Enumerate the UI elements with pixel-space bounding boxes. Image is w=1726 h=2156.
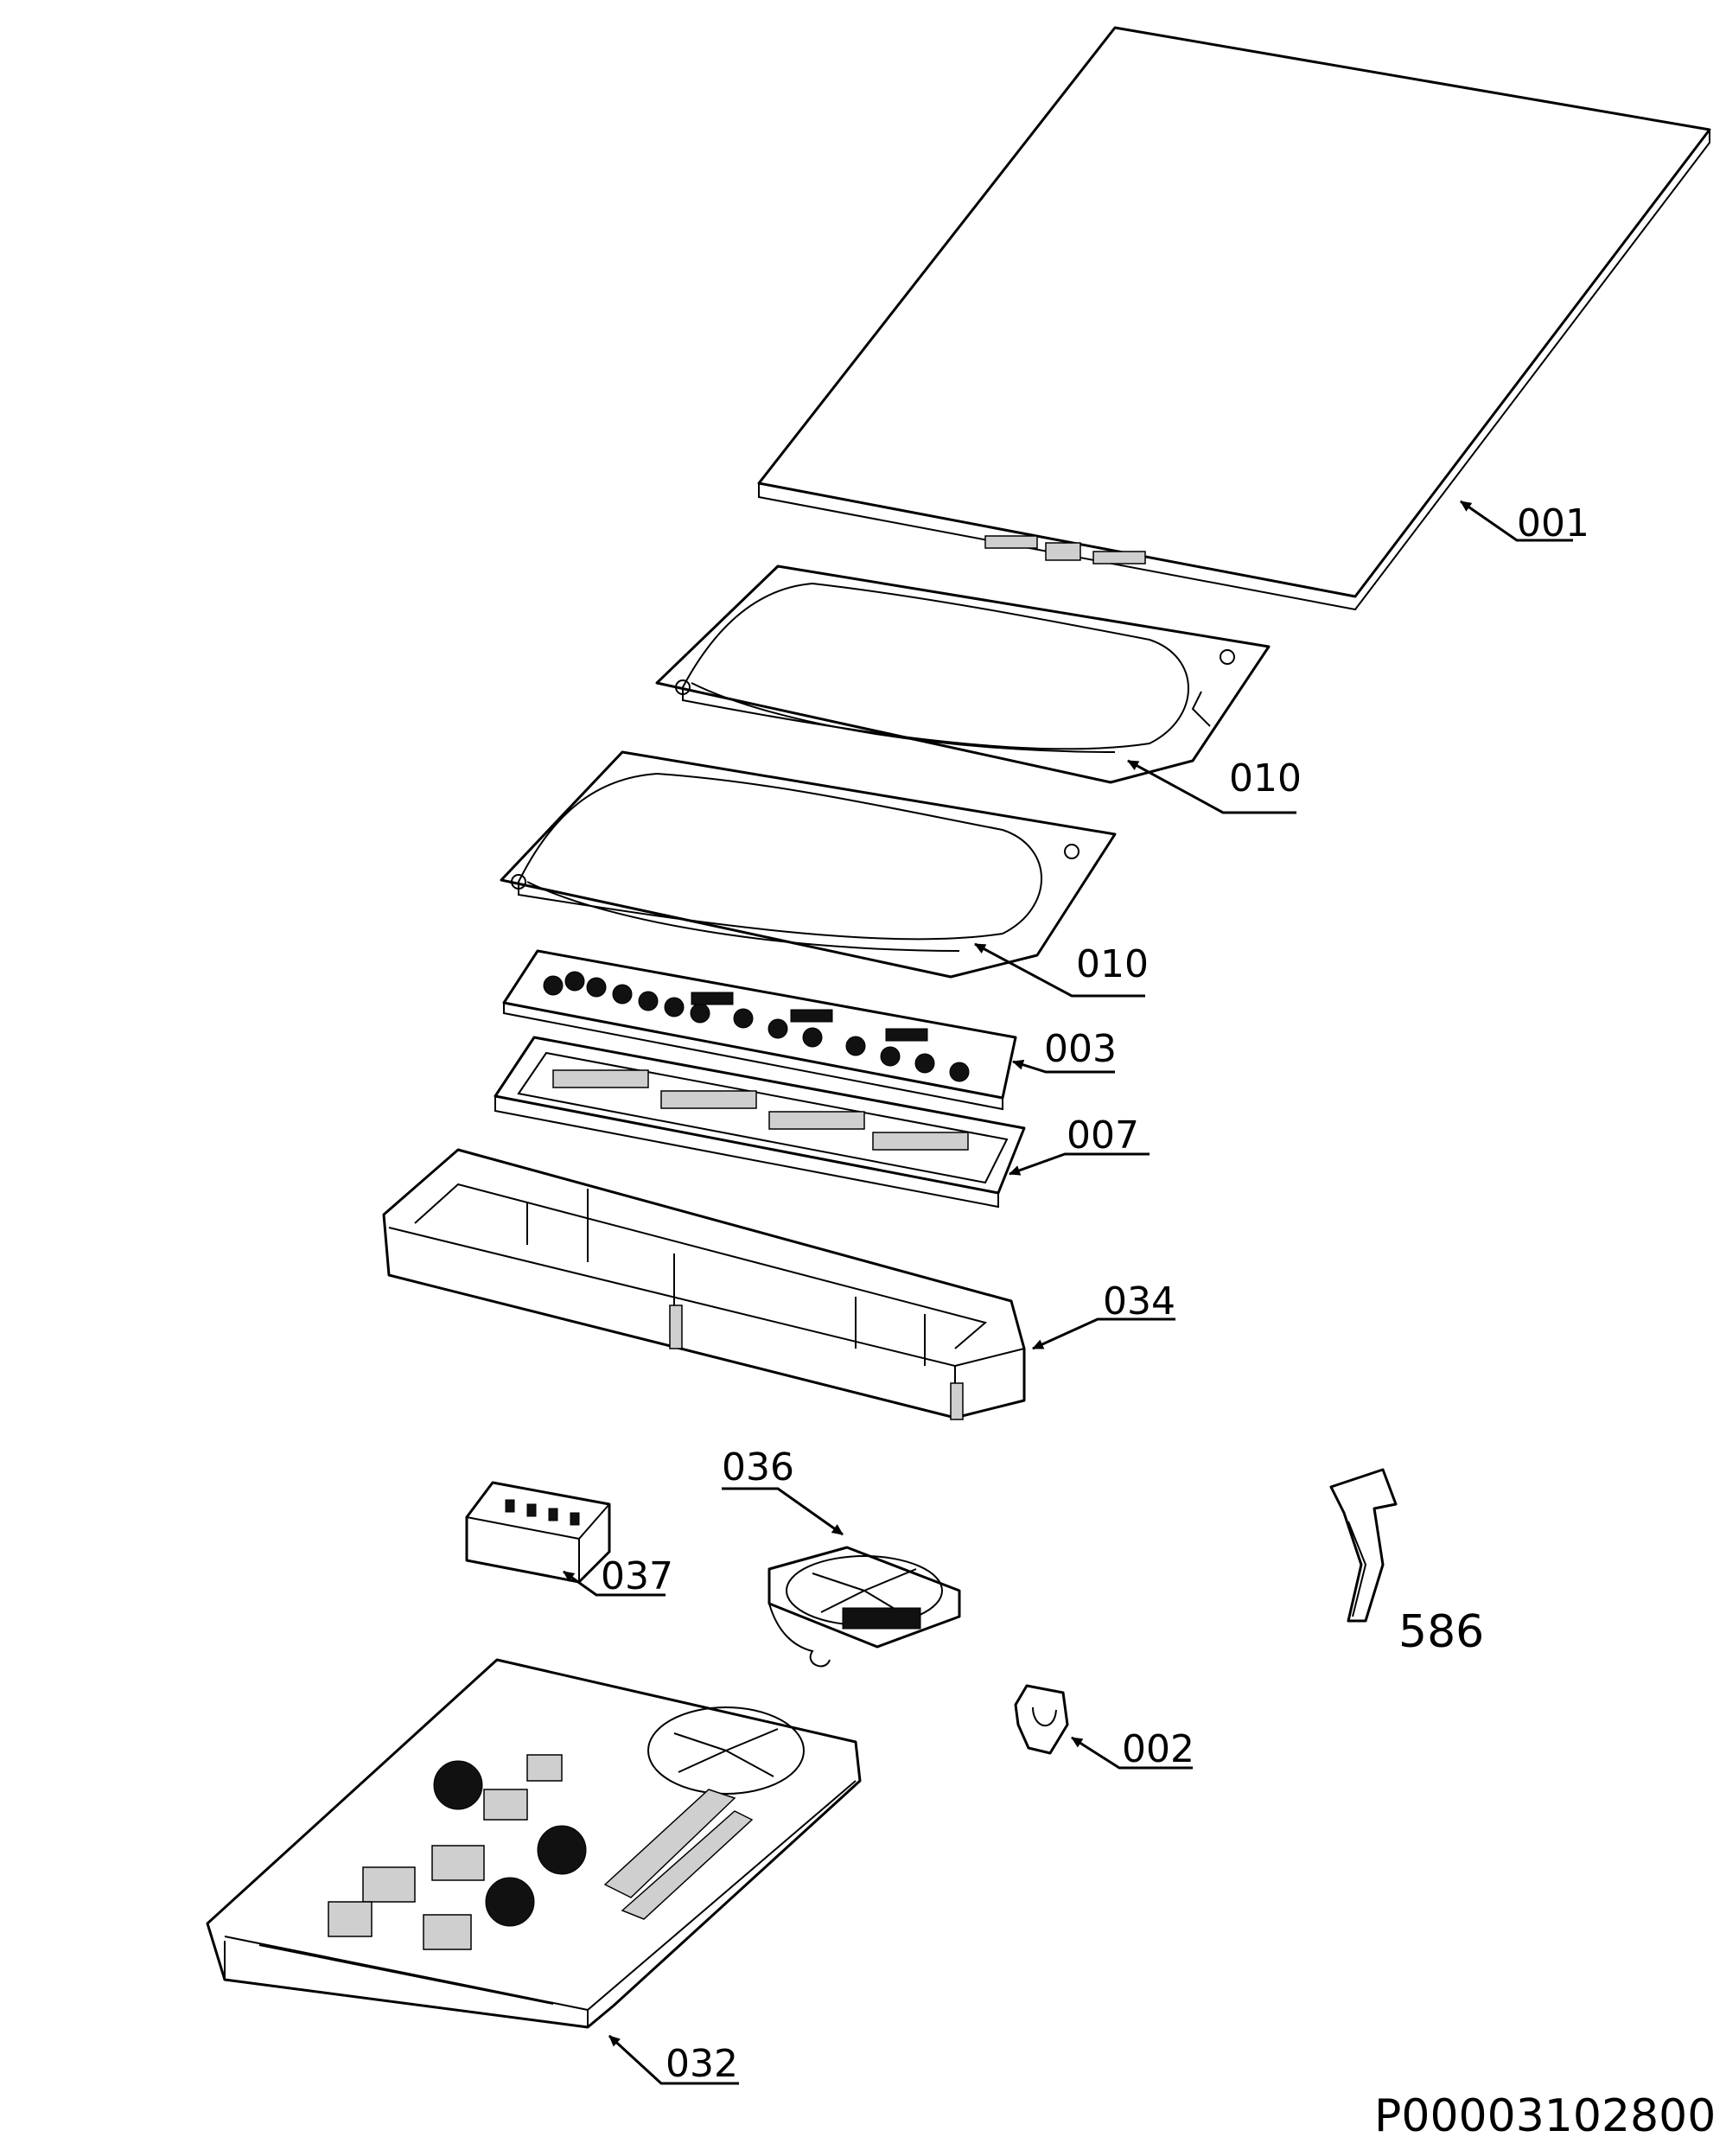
diagram-reference-number: P00003102800 [1374, 2090, 1716, 2142]
part-labels: 001 010 010 003 007 034 036 037 586 002 … [601, 501, 1589, 2086]
label-010-lower: 010 [1076, 942, 1149, 986]
label-002: 002 [1122, 1727, 1194, 1771]
control-frame-part [494, 1036, 1026, 1209]
label-001: 001 [1517, 501, 1589, 545]
label-003: 003 [1044, 1027, 1117, 1071]
label-036: 036 [722, 1445, 794, 1489]
induction-coil-lower-part [500, 750, 1117, 979]
label-037: 037 [601, 1554, 673, 1598]
leader-lines [563, 500, 1573, 2085]
label-032: 032 [666, 2042, 738, 2086]
control-board-part [502, 949, 1017, 1111]
label-010-upper: 010 [1229, 756, 1302, 801]
label-007: 007 [1067, 1113, 1139, 1158]
main-power-board-part [206, 1658, 862, 2029]
label-586: 586 [1398, 1606, 1484, 1658]
control-housing-part [382, 1148, 1026, 1420]
fixing-clip-part [1014, 1684, 1069, 1755]
terminal-block-part [465, 1481, 611, 1584]
induction-coil-upper-part [655, 565, 1271, 784]
cooling-fan-part [767, 1546, 961, 1668]
glass-top-part [757, 26, 1711, 611]
bracket-clip-part [1329, 1468, 1398, 1623]
label-034: 034 [1103, 1279, 1175, 1324]
